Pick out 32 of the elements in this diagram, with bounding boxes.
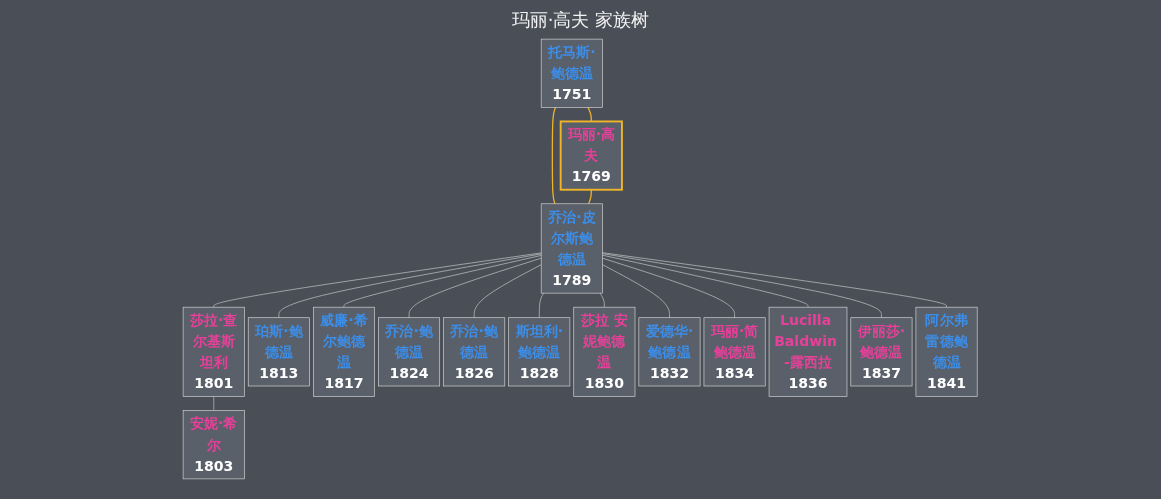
connector [474,264,542,319]
node-box: 安妮·希尔 1803 [183,410,246,480]
node-box: 阿尔弗雷德鲍德温 1841 [915,306,978,397]
node-box: 莎拉 安妮鲍德温 1830 [573,306,636,397]
connector [213,252,542,308]
connector [539,292,545,319]
node-box: 伊丽莎·鲍德温 1837 [850,317,913,387]
connector [213,396,215,411]
diagram-title: 玛丽·高夫 家族树 [511,8,650,32]
node-box: 爱德华·鲍德温 1832 [638,317,701,387]
node-box: 威廉·希尔鲍德温 1817 [313,306,376,397]
node-box: 玛丽·高夫 1769 [560,120,624,191]
connector [602,264,671,319]
connector [599,292,606,308]
connector [409,257,542,319]
connector [278,253,542,319]
node-box: 珀斯·鲍德温 1813 [248,317,311,387]
node-box: 托马斯·鲍德温 1751 [541,38,604,108]
connector [602,254,809,308]
node-box: 莎拉·查尔基斯坦利 1801 [183,306,246,397]
node-box: Lucilla Baldwin -露西拉 1836 [769,306,848,397]
connector [602,257,736,319]
connector [602,253,883,319]
connector [344,255,542,308]
node-box: 乔治·皮尔斯鲍德温 1789 [541,203,604,294]
node-box: 乔治·鲍德温 1826 [443,317,506,387]
connector [602,252,948,308]
node-box: 玛丽·简鲍德温 1834 [703,317,766,387]
node-box: 斯坦利·鲍德温 1828 [508,317,571,387]
node-box: 乔治·鲍德温 1824 [378,317,441,387]
connector [552,106,557,205]
connector [588,189,593,205]
